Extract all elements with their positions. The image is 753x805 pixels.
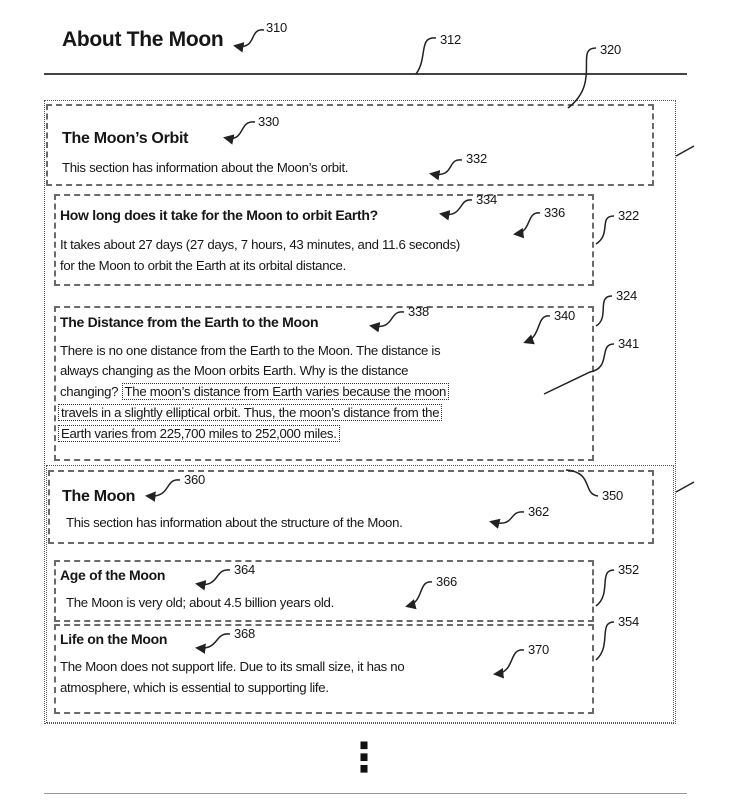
ref-label-338: 338 [408, 304, 430, 319]
ref-label-364: 364 [234, 562, 256, 577]
age-text-line: The Moon is very old; about 4.5 billion … [66, 595, 334, 610]
ref-label-370: 370 [528, 642, 550, 657]
leader-324 [595, 295, 613, 327]
page-title: About The Moon [62, 28, 224, 51]
life-title: Life on the Moon [60, 631, 168, 647]
ref-label-360: 360 [184, 472, 206, 487]
ref-label-332: 332 [466, 151, 488, 166]
ref-label-330: 330 [258, 114, 280, 129]
highlighted-answer[interactable]: The moon’s distance from Earth varies be… [121, 383, 450, 400]
ref-label-362: 362 [528, 504, 550, 519]
leader-310 [233, 29, 265, 53]
leader-362 [489, 511, 525, 529]
more-options-icon[interactable]: ⋮ [344, 736, 384, 780]
life-text-line: atmosphere, which is essential to suppor… [60, 680, 329, 695]
distance-text-line: changing? The moon’s distance from Earth… [60, 382, 450, 402]
orbit-section-box[interactable] [46, 104, 654, 186]
orbit-period-text-line: It takes about 27 days (27 days, 7 hours… [60, 237, 460, 252]
leader-364 [195, 569, 231, 591]
edge-leader-top [675, 145, 695, 157]
life-box[interactable] [54, 624, 594, 714]
distance-text-line: always changing as the Moon orbits Earth… [60, 363, 409, 378]
distance-title: The Distance from the Earth to the Moon [60, 314, 319, 330]
orbit-period-text-line: for the Moon to orbit the Earth at its o… [60, 258, 346, 273]
ref-label-368: 368 [234, 626, 256, 641]
leader-334 [439, 199, 473, 221]
ref-label-312: 312 [440, 32, 462, 47]
ref-label-324: 324 [616, 288, 638, 303]
ref-label-366: 366 [436, 574, 458, 589]
age-title: Age of the Moon [60, 567, 166, 583]
ref-label-350: 350 [602, 488, 624, 503]
bottom-rule [44, 793, 687, 794]
leader-330 [223, 121, 256, 145]
ref-label-320: 320 [600, 42, 622, 57]
orbit-section-title: The Moon’s Orbit [62, 130, 189, 147]
leader-368 [195, 633, 231, 654]
leader-352 [595, 569, 615, 607]
ref-label-310: 310 [266, 20, 288, 35]
ref-label-340: 340 [554, 308, 576, 323]
ref-label-341: 341 [618, 336, 640, 351]
leader-312 [415, 37, 437, 75]
ref-label-336: 336 [544, 205, 566, 220]
moon-section-title: The Moon [62, 488, 136, 505]
life-text-line: The Moon does not support life. Due to i… [60, 659, 405, 674]
leader-354 [595, 621, 615, 661]
leader-338 [369, 311, 405, 333]
leader-332 [429, 159, 463, 181]
moon-section-box[interactable] [48, 470, 654, 544]
age-box[interactable] [54, 560, 594, 622]
edge-leader-bottom [675, 481, 695, 493]
highlighted-answer-line: Earth varies from 225,700 miles to 252,0… [58, 424, 340, 444]
orbit-section-description: This section has information about the M… [62, 160, 349, 175]
highlighted-answer-line: travels in a slightly elliptical orbit. … [58, 403, 443, 423]
leader-350 [565, 469, 599, 497]
moon-section-panel[interactable] [46, 465, 674, 723]
leader-366 [405, 581, 433, 610]
moon-section-description: This section has information about the s… [66, 515, 403, 530]
distance-box[interactable] [54, 306, 594, 461]
leader-340 [523, 315, 551, 345]
leader-336 [513, 212, 541, 239]
header-bar [44, 73, 687, 75]
leader-322 [595, 215, 615, 245]
ref-label-354: 354 [618, 614, 640, 629]
leader-320 [567, 47, 597, 109]
distance-text-line: There is no one distance from the Earth … [60, 343, 441, 358]
content-panel[interactable] [44, 100, 676, 724]
orbit-period-title: How long does it take for the Moon to or… [60, 207, 378, 223]
ref-label-322: 322 [618, 208, 640, 223]
ref-label-334: 334 [476, 192, 498, 207]
leader-370 [493, 649, 525, 679]
leader-341 [543, 343, 615, 395]
ref-label-352: 352 [618, 562, 640, 577]
orbit-period-box[interactable] [54, 194, 594, 286]
leader-360 [145, 479, 181, 502]
distance-question-end: changing? [60, 384, 119, 399]
